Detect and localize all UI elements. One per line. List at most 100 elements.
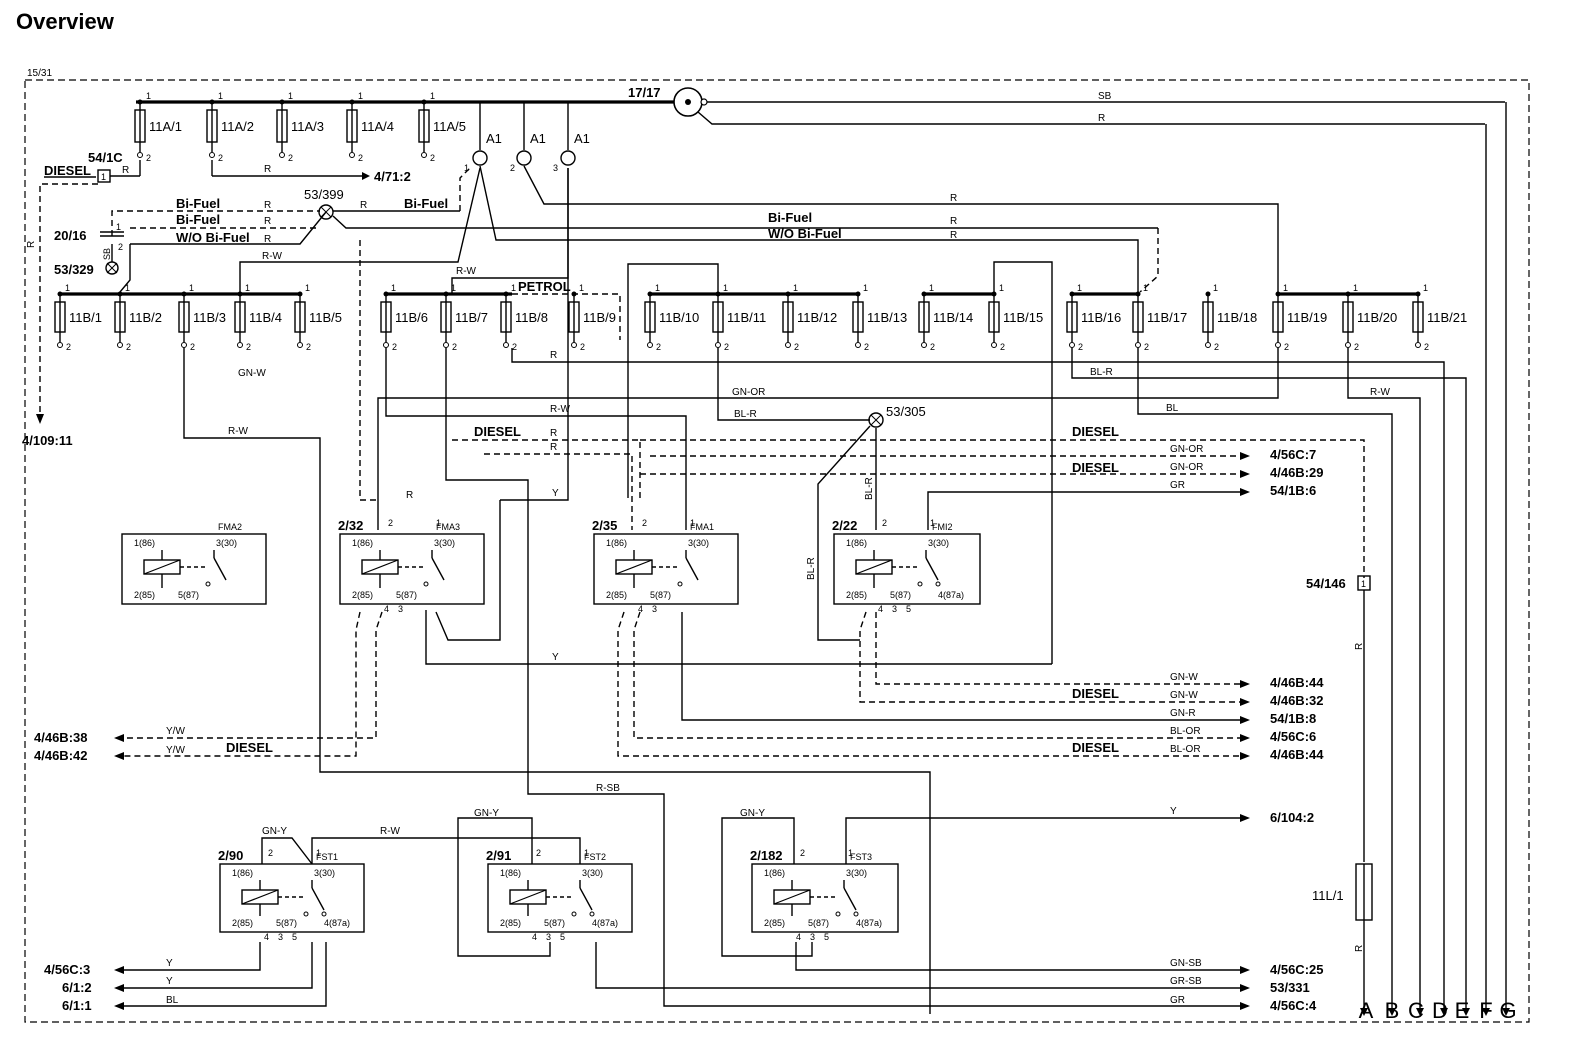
svg-text:2: 2 xyxy=(118,242,123,252)
fuse-label: 11B/20 xyxy=(1357,310,1397,325)
fuse-label: 11A/4 xyxy=(361,119,394,134)
svg-text:3: 3 xyxy=(398,604,403,614)
svg-text:4: 4 xyxy=(384,604,389,614)
svg-text:1: 1 xyxy=(1077,283,1082,293)
connector-a1: A1 A1 A1 1 2 3 xyxy=(464,102,590,173)
svg-text:20/16: 20/16 xyxy=(54,228,87,243)
svg-text:A1: A1 xyxy=(574,131,590,146)
output-b: B xyxy=(1385,998,1400,1023)
svg-text:GR: GR xyxy=(1170,995,1185,1006)
svg-text:3(30): 3(30) xyxy=(846,868,867,878)
svg-text:1(86): 1(86) xyxy=(134,538,155,548)
svg-text:1: 1 xyxy=(723,283,728,293)
svg-text:Y: Y xyxy=(552,488,559,499)
svg-text:3: 3 xyxy=(810,932,815,942)
svg-text:FST3: FST3 xyxy=(850,852,872,862)
svg-text:R: R xyxy=(1354,945,1365,952)
svg-text:R: R xyxy=(264,216,271,227)
svg-text:4/56C:25: 4/56C:25 xyxy=(1270,962,1323,977)
svg-text:2: 2 xyxy=(66,342,71,352)
svg-text:4: 4 xyxy=(878,604,883,614)
svg-text:53/305: 53/305 xyxy=(886,404,926,419)
svg-text:BL: BL xyxy=(1166,403,1179,414)
svg-text:R: R xyxy=(26,241,37,248)
svg-text:R-W: R-W xyxy=(262,251,283,262)
fuse-label: 11B/1 xyxy=(69,310,102,325)
fuse-label: 11B/5 xyxy=(309,310,342,325)
svg-text:1: 1 xyxy=(690,518,695,528)
svg-text:1: 1 xyxy=(65,283,70,293)
svg-text:Y: Y xyxy=(166,976,173,987)
svg-text:GN-SB: GN-SB xyxy=(1170,958,1202,969)
svg-text:1: 1 xyxy=(1353,283,1358,293)
svg-text:5(87): 5(87) xyxy=(808,918,829,928)
svg-text:GN-W: GN-W xyxy=(1170,672,1198,683)
svg-text:2: 2 xyxy=(246,342,251,352)
svg-text:Y/W: Y/W xyxy=(166,726,185,737)
svg-text:2: 2 xyxy=(642,518,647,528)
fuse-label: 11B/2 xyxy=(129,310,162,325)
svg-text:R: R xyxy=(360,200,367,211)
svg-text:BL-R: BL-R xyxy=(864,477,875,500)
svg-text:6/1:1: 6/1:1 xyxy=(62,998,92,1013)
svg-text:1: 1 xyxy=(793,283,798,293)
fuse-label: 11B/3 xyxy=(193,310,226,325)
svg-text:4(87a): 4(87a) xyxy=(938,590,964,600)
svg-text:1: 1 xyxy=(584,848,589,858)
svg-text:1(86): 1(86) xyxy=(232,868,253,878)
svg-text:5(87): 5(87) xyxy=(396,590,417,600)
svg-text:4(87a): 4(87a) xyxy=(324,918,350,928)
svg-text:2: 2 xyxy=(190,342,195,352)
relay-id: 2/35 xyxy=(592,518,617,533)
svg-text:R-W: R-W xyxy=(380,826,401,837)
svg-text:5(87): 5(87) xyxy=(276,918,297,928)
relay-id: 2/22 xyxy=(832,518,857,533)
svg-text:2: 2 xyxy=(864,342,869,352)
svg-text:1: 1 xyxy=(464,163,469,173)
relay-id: 2/182 xyxy=(750,848,783,863)
svg-text:5: 5 xyxy=(906,604,911,614)
svg-text:53/329: 53/329 xyxy=(54,262,94,277)
svg-text:2(85): 2(85) xyxy=(232,918,253,928)
svg-text:FMI2: FMI2 xyxy=(932,522,953,532)
svg-text:Y: Y xyxy=(552,652,559,663)
svg-text:GR: GR xyxy=(1170,480,1185,491)
svg-text:4: 4 xyxy=(532,932,537,942)
svg-text:54/146: 54/146 xyxy=(1306,576,1346,591)
svg-text:GN-OR: GN-OR xyxy=(732,387,765,398)
svg-text:3: 3 xyxy=(546,932,551,942)
svg-text:R: R xyxy=(550,350,557,361)
svg-text:DIESEL: DIESEL xyxy=(1072,424,1119,439)
svg-text:4(87a): 4(87a) xyxy=(592,918,618,928)
svg-text:3: 3 xyxy=(553,163,558,173)
svg-text:2: 2 xyxy=(1078,342,1083,352)
svg-text:5(87): 5(87) xyxy=(650,590,671,600)
svg-text:FMA2: FMA2 xyxy=(218,522,242,532)
svg-text:2: 2 xyxy=(794,342,799,352)
svg-text:3(30): 3(30) xyxy=(434,538,455,548)
svg-text:R-W: R-W xyxy=(550,404,571,415)
svg-text:BL: BL xyxy=(166,995,179,1006)
svg-text:4/56C:7: 4/56C:7 xyxy=(1270,447,1316,462)
svg-text:FST1: FST1 xyxy=(316,852,338,862)
output-d: D xyxy=(1432,998,1448,1023)
svg-text:GN-R: GN-R xyxy=(1170,708,1196,719)
svg-text:FMA3: FMA3 xyxy=(436,522,460,532)
svg-text:GN-OR: GN-OR xyxy=(1170,462,1203,473)
svg-text:Y: Y xyxy=(166,958,173,969)
svg-text:4/56C:6: 4/56C:6 xyxy=(1270,729,1316,744)
svg-text:R: R xyxy=(950,193,957,204)
svg-text:GN-Y: GN-Y xyxy=(474,808,499,819)
ref-4-71-2: 4/71:2 xyxy=(374,169,411,184)
